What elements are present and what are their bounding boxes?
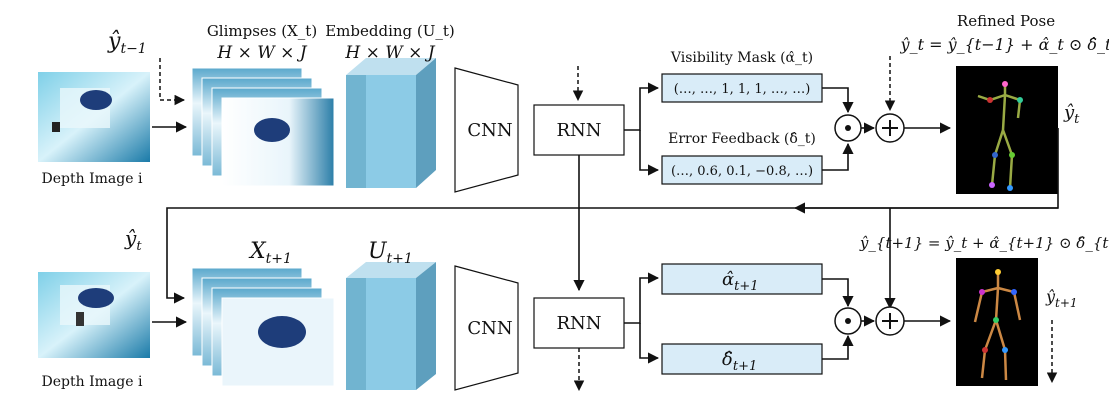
delta-to-dot-arrow [822, 334, 854, 360]
refined-formula: ŷ_t = ŷ_{t−1} + α̂_t ⊙ δ̂_t [900, 35, 1109, 54]
alpha-box-bottom [661, 263, 823, 295]
embedding-title: Embedding (U_t) [325, 22, 455, 40]
cnn-label-bottom: CNN [467, 318, 512, 339]
plus-sign-top [882, 120, 898, 136]
refined-pose-image-top [956, 66, 1058, 194]
hadamard-dot-bottom [845, 318, 851, 324]
error-title: Error Feedback (δ̂_t) [668, 131, 816, 147]
plus-sign-bottom [882, 313, 898, 329]
embedding-dims: H × W × J [344, 43, 435, 63]
glimpses-title: Glimpses (X_t) [207, 22, 317, 40]
feedback-arrow-left [166, 207, 1058, 304]
visibility-values: (…, …, 1, 1, 1, …, …) [674, 82, 811, 97]
rnn-to-visibility-arrow [624, 82, 660, 131]
output-label-top: ŷt [1063, 102, 1080, 127]
depth-image-bottom [38, 272, 150, 358]
delta-label-bottom: δ̂t+1 [722, 349, 757, 374]
depth-image-top [38, 72, 150, 162]
glimpses-stack-bottom [191, 267, 335, 387]
cnn-block-top [454, 67, 519, 193]
refined-pose-image-bottom [956, 258, 1038, 386]
rnn-block-top [533, 104, 625, 156]
hadamard-dot-top [845, 125, 851, 131]
glimpses-dims: H × W × J [216, 43, 307, 63]
alpha-to-dot-arrow [822, 278, 854, 308]
glimpses-title-bottom: Xt+1 [248, 239, 292, 267]
rnn-block-bottom [533, 297, 625, 349]
embedding-title-bottom: Ut+1 [368, 239, 413, 267]
prev-pose-label: ŷt−1 [107, 29, 147, 57]
embedding-cube-top [346, 58, 436, 188]
bottom-input-label: ŷt [124, 226, 142, 254]
rnn-to-error-arrow [639, 130, 660, 176]
visibility-box [661, 73, 823, 103]
delta-box-bottom [661, 343, 823, 375]
error-box [661, 155, 823, 185]
rnn-label-top: RNN [556, 120, 601, 141]
prev-pose-arrow [159, 58, 186, 106]
error-to-dot-arrow [822, 142, 854, 171]
visibility-title: Visibility Mask (α̂_t) [670, 50, 813, 66]
cnn-block-bottom [454, 265, 519, 391]
error-values: (…, 0.6, 0.1, −0.8, …) [671, 164, 813, 179]
depth-caption-bottom: Depth Image i [42, 374, 143, 390]
depth-caption-top: Depth Image i [42, 171, 143, 187]
bottom-formula: ŷ_{t+1} = ŷ_t + α̂_{t+1} ⊙ δ̂_{t+1} [859, 234, 1109, 252]
rnn-to-alpha-arrow [624, 272, 660, 324]
rnn-to-delta-arrow [639, 323, 660, 364]
glimpses-stack-top [191, 67, 335, 187]
rnn-label-bottom: RNN [556, 313, 601, 334]
embedding-cube-bottom [346, 262, 436, 390]
output-label-bottom: ŷt+1 [1045, 287, 1078, 310]
refined-title: Refined Pose [957, 12, 1055, 30]
visibility-to-dot-arrow [822, 87, 854, 114]
cnn-label-top: CNN [467, 120, 512, 141]
